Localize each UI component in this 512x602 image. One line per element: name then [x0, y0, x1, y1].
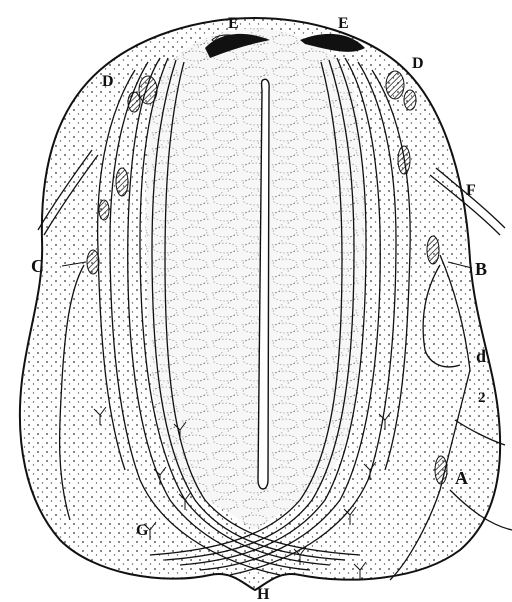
- label-d-right: D: [412, 55, 424, 72]
- label-f: F: [466, 182, 476, 199]
- label-b: B: [475, 259, 487, 279]
- label-d-small: d: [476, 346, 486, 366]
- label-a: A: [455, 468, 468, 488]
- label-g: G: [136, 522, 149, 539]
- label-e-right: E: [338, 15, 349, 32]
- label-e-left: E: [228, 15, 239, 32]
- label-h: H: [257, 586, 270, 602]
- label-two: 2: [478, 390, 486, 406]
- label-c: C: [31, 256, 44, 276]
- label-d-left: D: [102, 73, 114, 90]
